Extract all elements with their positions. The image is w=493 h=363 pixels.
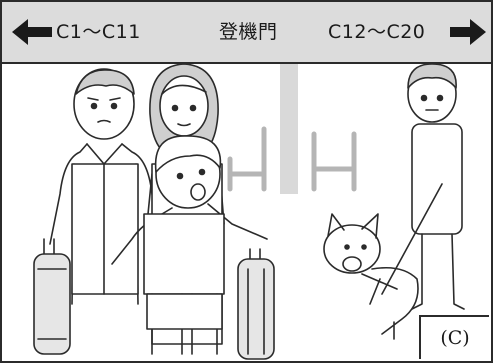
arrow-right-icon: [450, 19, 486, 45]
gate-sign: C1～C11 登機門 C12～C20: [2, 2, 491, 64]
waiting-seats: [227, 126, 453, 192]
gate-range-right: C12～C20: [328, 21, 426, 43]
dog-figure: [323, 213, 419, 340]
panel-label: (C): [419, 315, 489, 359]
gate-sign-title: 登機門: [219, 21, 278, 43]
man-figure: [381, 64, 465, 310]
suitcase-center: [237, 248, 275, 360]
arrow-left-icon: [12, 19, 52, 45]
father-figure: [49, 68, 161, 305]
boy-figure: [111, 135, 268, 355]
gate-range-left: C1～C11: [56, 21, 141, 43]
airport-scene-illustration: [33, 64, 465, 360]
pillar: [280, 64, 298, 194]
suitcase-left: [33, 238, 71, 355]
